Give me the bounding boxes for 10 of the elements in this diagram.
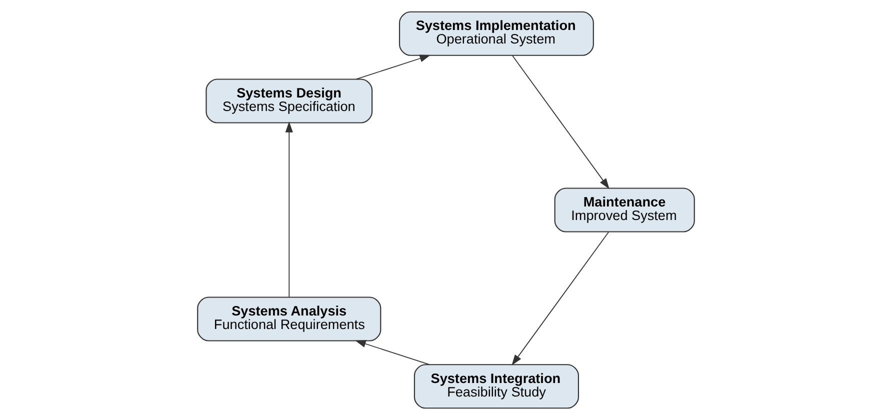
node-box: Systems Implementation Operational System	[398, 11, 594, 56]
arrow	[355, 54, 430, 80]
node-box: Systems Design Systems Specification	[205, 78, 372, 124]
arrow	[511, 232, 609, 366]
node-box: Maintenance Improved System	[554, 188, 694, 232]
node-box: Systems Integration Feasibility Study	[413, 364, 578, 409]
arrow	[354, 340, 430, 366]
node-box: Systems Analysis Functional Requirements	[196, 296, 381, 342]
arrow	[511, 55, 609, 190]
arrow	[284, 121, 292, 298]
